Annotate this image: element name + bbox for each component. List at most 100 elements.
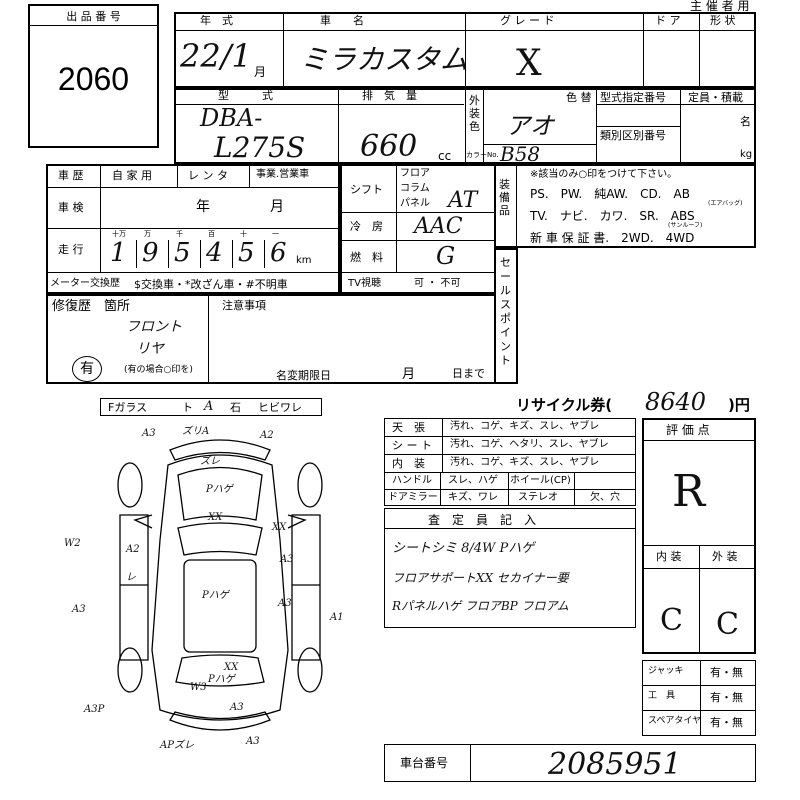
condition-text-1: 汚れ、コゲ、ヘタリ、スレ、ヤブレ xyxy=(450,439,609,450)
body-type-label: 形 状 xyxy=(710,14,736,27)
inspection-label: 車 検 xyxy=(58,201,84,214)
year-label: 年 式 xyxy=(200,14,233,27)
chassis-number: 2085951 xyxy=(548,747,682,782)
fuel-value: G xyxy=(436,242,456,270)
rating-score: R xyxy=(672,466,706,517)
mark-7: A2 xyxy=(125,544,140,555)
equipment-note: ※該当のみ○印をつけて下さい。 xyxy=(530,169,678,180)
history-commercial: 事業.営業車 xyxy=(256,169,310,180)
mark-19: APズレ xyxy=(159,739,194,751)
shift-label: シフト xyxy=(350,183,383,196)
mark-12: A3 xyxy=(71,604,86,615)
airbag-note: (エアバッグ) xyxy=(708,200,743,207)
mark-5: Pハゲ xyxy=(205,483,235,495)
car-name-value: ミラカスタム xyxy=(300,43,469,76)
mark-6: XX xyxy=(207,512,223,523)
model-value-1: DBA- xyxy=(200,104,263,132)
mileage-label: 走 行 xyxy=(58,243,84,256)
recycle-unit: )円 xyxy=(728,396,750,414)
year-value: 22/1 xyxy=(180,37,252,75)
name-change-month: 月 xyxy=(402,367,416,382)
mark-15: W3 xyxy=(190,682,207,693)
type-spec-label: 型式指定番号 xyxy=(600,91,666,104)
equipment-label: 装 備 品 xyxy=(499,178,510,217)
ac-value: AAC xyxy=(414,214,463,239)
glass-to: ト xyxy=(182,401,193,414)
mark-14: A1 xyxy=(329,612,344,623)
mark-3: A2 xyxy=(259,430,274,441)
mark-18: A3P xyxy=(83,704,105,715)
condition-label-2: 内 装 xyxy=(392,457,425,470)
mirror-text: キズ、ワレ xyxy=(448,492,498,503)
mark-11: Pハゲ xyxy=(201,589,231,601)
repair-note-front: フロント xyxy=(126,319,182,335)
wheel-label: ホイール(CP) xyxy=(510,475,571,486)
kg-unit: kg xyxy=(740,149,753,160)
history-private: 自 家 用 xyxy=(112,169,152,182)
condition-table xyxy=(384,418,636,506)
mileage-digit-1: 9 xyxy=(142,238,159,268)
lot-number-box: 出 品 番 号 2060 xyxy=(28,4,159,148)
inspection-month-unit: 月 xyxy=(270,199,284,215)
color-code-label: カラーNo. xyxy=(466,151,499,159)
repair-circle-note: (有の場合○印を) xyxy=(124,365,193,375)
inspector-line-3: Rパネルハゲ フロアBP フロアム xyxy=(392,599,569,613)
class-number-label: 類別区別番号 xyxy=(600,129,666,142)
mark-13: A3 xyxy=(277,598,292,609)
meter-exchange-label: メーター交換歴 xyxy=(50,278,120,289)
mark-16: Pハゲ xyxy=(207,673,237,685)
stereo-text: 欠、穴 xyxy=(590,492,620,503)
tv-options: 可 ・ 不可 xyxy=(414,278,461,289)
inspector-line-2: フロアサポートXX セカイナー要 xyxy=(392,571,569,585)
mileage-digit-4: 5 xyxy=(238,238,255,268)
digit-unit-4: 十 xyxy=(240,230,247,238)
repair-label: 修復歴 箇所 xyxy=(52,299,131,314)
equipment-line-2: TV. ナビ. カワ. SR. ABS xyxy=(530,209,695,223)
tool-options-2: 有・無 xyxy=(710,716,743,729)
equipment-line-3: 新 車 保 証 書. 2WD. 4WD xyxy=(530,231,695,245)
tool-options-0: 有・無 xyxy=(710,666,743,679)
inspector-line-1: シートシミ 8/4W Pハゲ xyxy=(392,541,535,556)
mark-10: レ xyxy=(126,572,136,583)
model-label: 型 式 xyxy=(218,89,273,102)
mark-21: A3 xyxy=(229,702,244,713)
color-value: アオ xyxy=(506,112,554,140)
car-name-label: 車 名 xyxy=(320,14,364,27)
mirror-label: ドアミラー xyxy=(388,492,438,503)
mark-4: ズレ xyxy=(200,455,220,467)
recycle-amount: 8640 xyxy=(645,388,707,416)
repair-yes-circle xyxy=(72,356,102,382)
condition-label-0: 天 張 xyxy=(392,421,425,434)
interior-score: C xyxy=(660,603,683,638)
recycle-label: リサイクル券( xyxy=(516,396,613,414)
fuel-label: 燃 料 xyxy=(350,251,383,264)
inspector-label: 査 定 員 記 入 xyxy=(428,513,537,527)
mileage-digit-2: 5 xyxy=(174,238,191,268)
handle-text: スレ、ハゲ xyxy=(448,475,498,486)
mark-17: XX xyxy=(223,662,239,673)
lot-label: 出 品 番 号 xyxy=(30,6,157,26)
history-rental: レ ン タ xyxy=(188,169,228,182)
tool-label-0: ジャッキ xyxy=(648,666,684,676)
exterior-label: 外 装 xyxy=(712,550,738,563)
door-label: ド ア xyxy=(655,14,681,27)
km-unit: km xyxy=(296,255,312,266)
color-change-label: 色 替 xyxy=(566,91,592,104)
glass-front: Fガラス xyxy=(108,401,148,414)
glass-box xyxy=(100,398,322,416)
tool-options-1: 有・無 xyxy=(710,691,743,704)
mileage-digit-3: 4 xyxy=(206,238,223,268)
organizer-label: 主 催 者 用 xyxy=(690,0,750,13)
history-box xyxy=(46,164,340,294)
stereo-label: ステレオ xyxy=(518,492,558,503)
ac-label: 冷 房 xyxy=(350,220,383,233)
digit-unit-3: 百 xyxy=(208,230,215,238)
tool-label-2: スペアタイヤ xyxy=(648,716,702,726)
displacement-value: 660 xyxy=(360,129,418,164)
equipment-line-1: PS. PW. 純AW. CD. AB xyxy=(530,187,690,201)
glass-crack: ヒビワレ xyxy=(258,401,302,414)
history-label: 車 歴 xyxy=(58,169,84,182)
mileage-digit-5: 6 xyxy=(270,238,287,268)
sunroof-note: (サンルーフ) xyxy=(668,222,703,229)
